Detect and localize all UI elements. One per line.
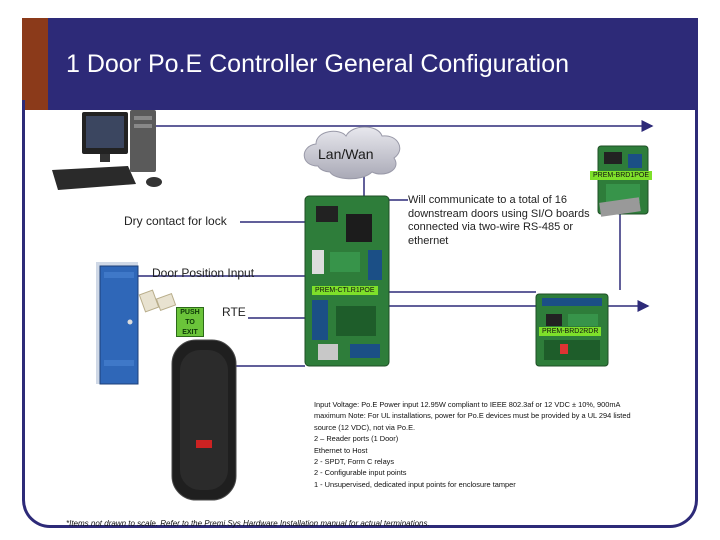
push-exit-line: EXIT (182, 329, 198, 336)
brd2-tag: PREM-BRD2RDR (539, 327, 602, 336)
spec-line: 2 - SPDT, Form C relays (314, 457, 395, 467)
spec-line: 1 - Unsupervised, dedicated input points… (314, 479, 516, 489)
rte-label: RTE (222, 305, 246, 319)
title-bar (22, 18, 698, 110)
spec-line: Ethernet to Host (314, 445, 368, 455)
title-accent (22, 18, 48, 110)
spec-line: 2 – Reader ports (1 Door) (314, 434, 399, 444)
dry-contact-label: Dry contact for lock (124, 214, 227, 228)
push-exit-line: PUSH (180, 309, 200, 316)
specs-block: Input Voltage: Po.E Power input 12.95W c… (314, 399, 634, 490)
door-icon (96, 262, 139, 385)
brd1-board (597, 145, 649, 217)
door-position-label: Door Position Input (152, 266, 255, 280)
brd1-tag: PREM-BRD1POE (590, 171, 653, 180)
door-sensor-icon (138, 289, 177, 313)
page-title: 1 Door Po.E Controller General Configura… (66, 50, 570, 78)
ctlr-tag: PREM-CTLR1POE (312, 286, 378, 295)
slide-frame (22, 100, 698, 528)
controller-board (304, 195, 390, 367)
push-exit-line: TO (185, 319, 195, 326)
cloud-icon (303, 126, 401, 180)
footnote: *Items not drawn to scale. Refer to the … (66, 519, 430, 528)
card-reader-icon (171, 339, 237, 501)
spec-line: 2 - Configurable input points (314, 468, 407, 478)
cloud-label: Lan/Wan (318, 146, 374, 162)
spec-line: Input Voltage: Po.E Power input 12.95W c… (314, 400, 631, 432)
push-to-exit-button: PUSH TO EXIT (176, 307, 204, 337)
computer-icon (52, 110, 162, 190)
downstream-note: Will communicate to a total of 16 downst… (408, 194, 590, 247)
